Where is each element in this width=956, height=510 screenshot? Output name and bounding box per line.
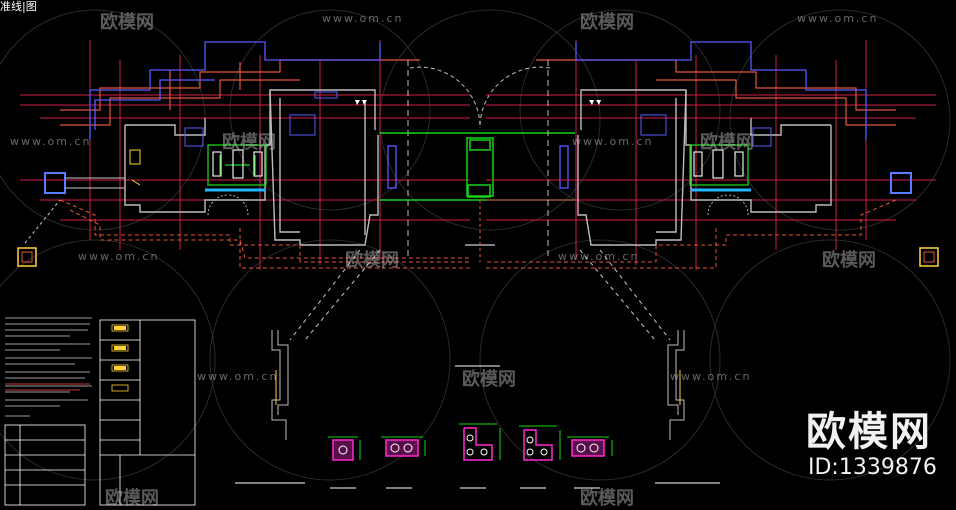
- column-sections: [235, 365, 720, 489]
- watermark-site-3: www.om.cn: [10, 135, 92, 148]
- watermark-brand-1: 欧模网: [100, 12, 154, 33]
- watermark-site-8: www.om.cn: [670, 370, 752, 383]
- watermark-site-2: www.om.cn: [797, 12, 879, 25]
- watermark-brand-9: 欧模网: [580, 488, 634, 509]
- watermark-brand-8: 欧模网: [105, 488, 159, 509]
- watermark-brand-6: 欧模网: [822, 250, 876, 271]
- callout-lines: [289, 249, 671, 341]
- watermark-brand-4: 欧模网: [700, 132, 754, 153]
- watermark-site-7: www.om.cn: [197, 370, 279, 383]
- watermark-site-6: www.om.cn: [558, 250, 640, 263]
- watermark-brand-3: 欧模网: [222, 132, 276, 153]
- notes-panel: [4, 317, 196, 506]
- drawing-title-fragment: 准线|图: [0, 0, 37, 13]
- watermark-site-5: www.om.cn: [78, 250, 160, 263]
- brand-logo-text: 欧模网: [806, 409, 932, 455]
- center-corridor: [380, 66, 575, 262]
- right-floor-plan: [486, 40, 939, 270]
- left-floor-plan: [17, 40, 470, 270]
- watermark-brand-2: 欧模网: [580, 12, 634, 33]
- model-id-label: ID:1339876: [808, 455, 937, 480]
- watermark-site-4: www.om.cn: [572, 135, 654, 148]
- watermark-brand-5: 欧模网: [345, 250, 399, 271]
- watermark-brand-7: 欧模网: [462, 369, 516, 390]
- watermark-circles: [0, 9, 951, 481]
- watermark-site-1: www.om.cn: [322, 12, 404, 25]
